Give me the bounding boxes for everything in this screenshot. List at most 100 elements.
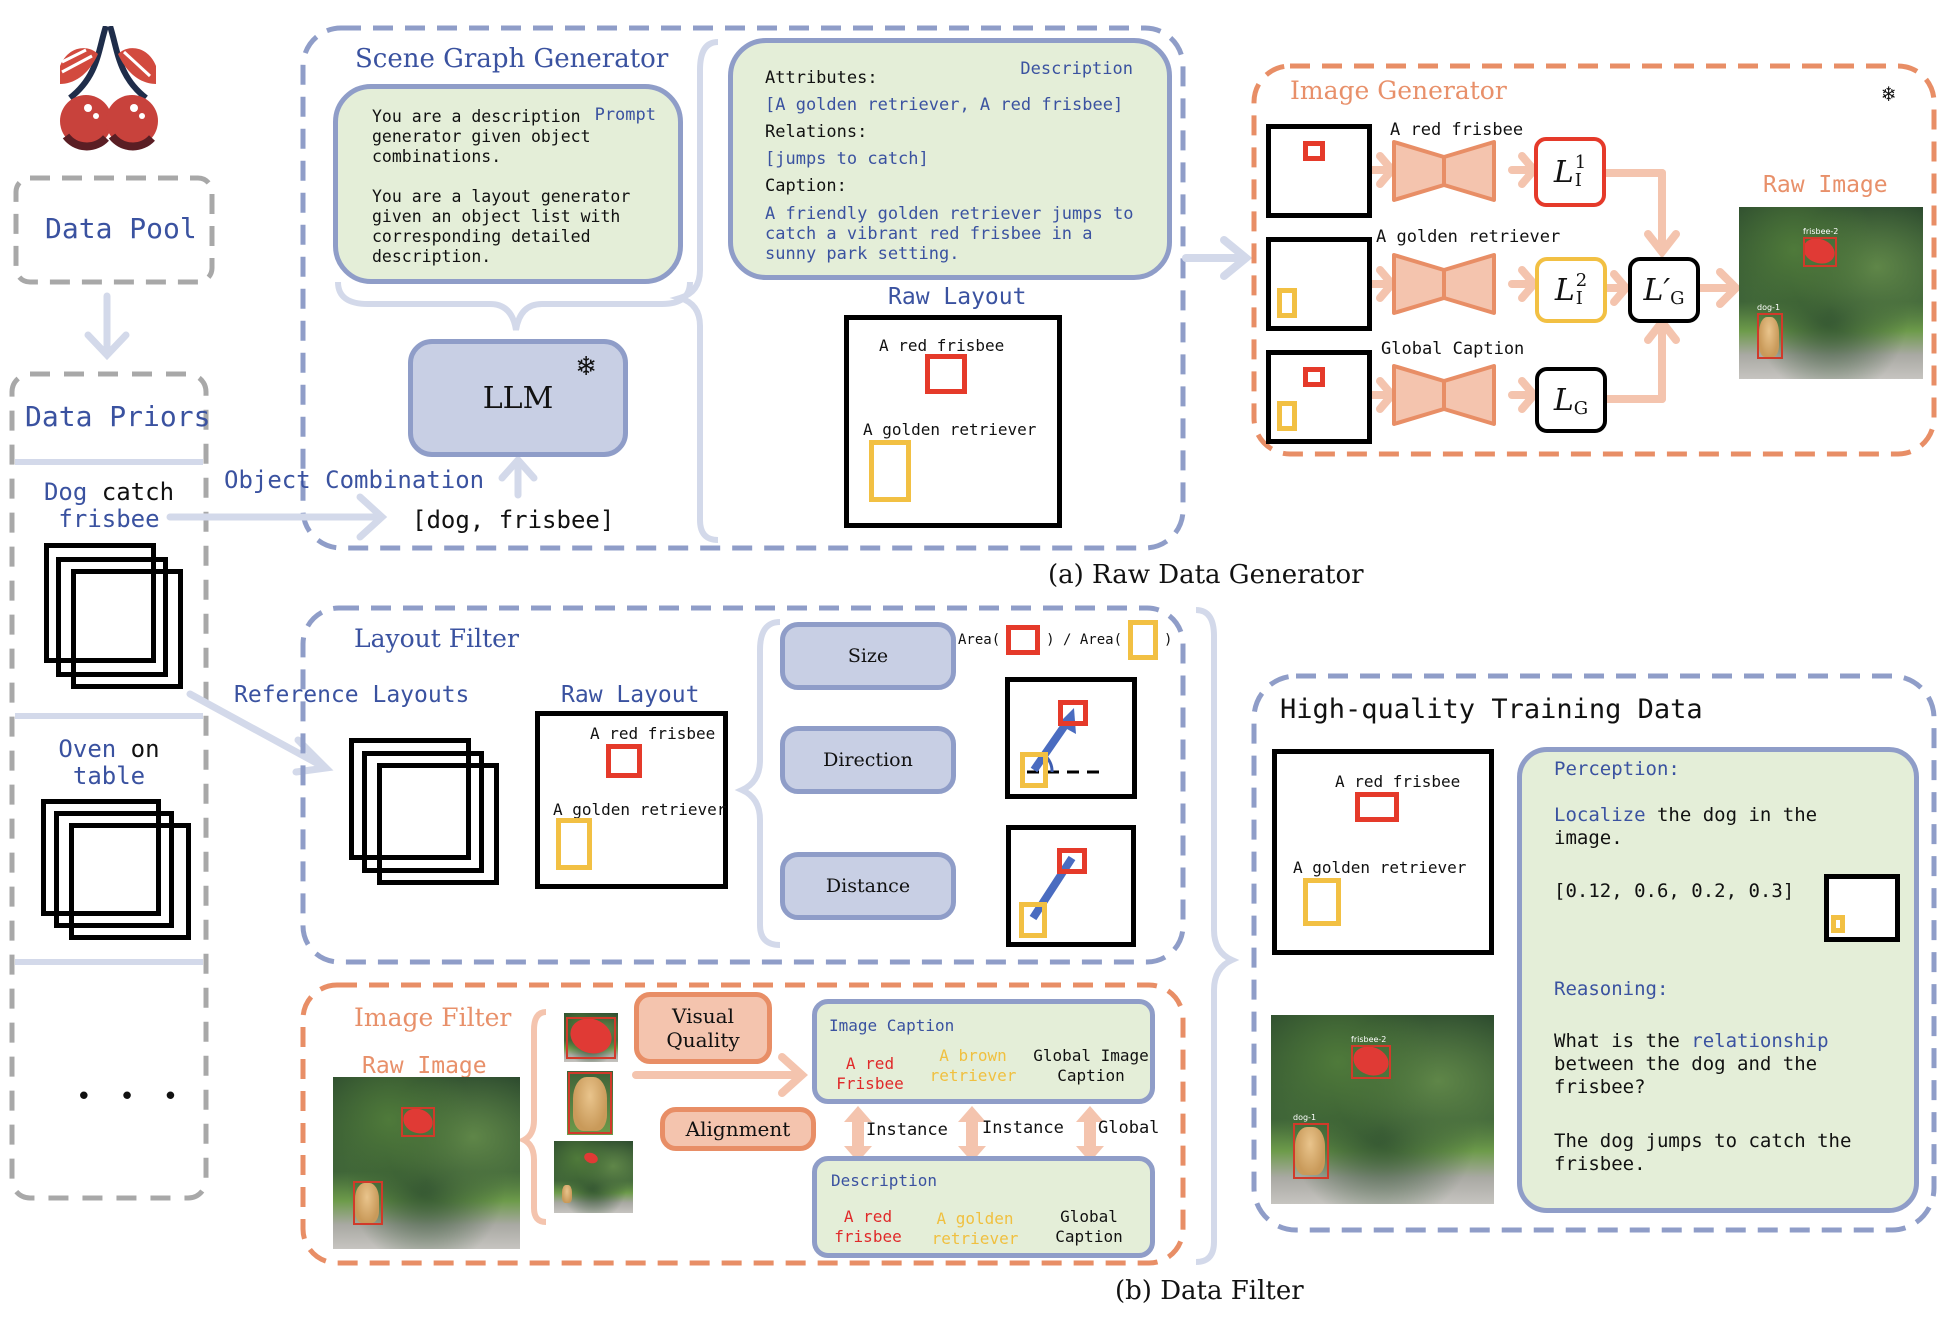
loss-superscript: 2 (1575, 270, 1588, 291)
caption-line: sunny park setting. (765, 244, 960, 264)
raw-image[interactable]: frisbee-2 dog-1 (1739, 207, 1923, 379)
frisbee-bbox (1355, 792, 1399, 822)
caption-item-global: Global Image Caption (1033, 1046, 1149, 1085)
visual-quality-button[interactable]: Visual Quality (634, 992, 772, 1064)
loss-subscript: I (1574, 170, 1582, 191)
llm-label: LLM (482, 380, 554, 416)
dog-bbox (1277, 401, 1297, 431)
loss-symbol: L (1554, 272, 1575, 308)
prior-verb: on (130, 735, 160, 763)
llm-block[interactable]: LLM ❄ (408, 339, 628, 457)
description-brace (669, 39, 719, 543)
description-box: Description Attributes: [A golden retrie… (728, 38, 1172, 280)
object-list: [dog, frisbee] (412, 506, 615, 534)
raw-layout-title: Raw Layout (888, 284, 1027, 310)
description-tag: Description (1020, 59, 1133, 79)
loss-symbol: L′ (1643, 272, 1671, 308)
frisbee-label: A red frisbee (1335, 772, 1461, 791)
perception-keyword: Localize (1554, 804, 1646, 826)
prompt-spacer (372, 167, 630, 187)
attributes-value: [A golden retriever, A red frisbee] (765, 95, 1124, 115)
object-combination-label: Object Combination (224, 466, 485, 494)
prompt-line: generator given object (372, 127, 591, 146)
dog-bbox (1831, 915, 1845, 933)
bbox-label: frisbee-2 (1351, 1035, 1387, 1044)
criterion-label: Direction (823, 749, 913, 771)
distance-criterion[interactable]: Distance (780, 852, 956, 920)
dog-crop[interactable] (567, 1071, 613, 1135)
question-text: between the dog and the frisbee? (1554, 1053, 1818, 1098)
dog-object (562, 1185, 572, 1203)
dog-detection-box (1757, 313, 1783, 359)
criteria-brace (734, 619, 781, 948)
frisbee-label: A red frisbee (879, 336, 1005, 355)
loss-subscript: G (1573, 397, 1589, 419)
formula-text: Area( (958, 632, 1001, 648)
dog-object (1295, 1127, 1325, 1175)
reference-layout-stack (71, 569, 183, 689)
data-filter-caption: (b) Data Filter (1115, 1276, 1304, 1306)
prompt-line: description. (372, 247, 492, 266)
reference-layout-stack (362, 751, 484, 873)
prior-verb: catch (101, 478, 175, 506)
prior-subject: Dog (43, 478, 88, 506)
frisbee-crop[interactable] (564, 1013, 618, 1062)
size-criterion[interactable]: Size (780, 622, 956, 690)
description-item-global: Global Caption (1055, 1207, 1123, 1246)
raw-layout-canvas: A red frisbee A golden retriever (535, 711, 728, 889)
frisbee-bbox (925, 354, 967, 394)
alignment-link-label: Instance (982, 1118, 1064, 1138)
dog-object (1759, 317, 1779, 357)
generator-input-layout-global (1266, 350, 1372, 444)
image-caption-title: Image Caption (829, 1016, 955, 1035)
reference-layout-stack (377, 763, 499, 885)
qa-box: Perception: Localize the dog in the imag… (1517, 747, 1919, 1213)
dog-bbox (1020, 752, 1048, 788)
prior-item-dog-catch-frisbee[interactable]: Dog catch frisbee (15, 479, 203, 533)
alignment-button[interactable]: Alignment (660, 1107, 816, 1151)
snowflake-icon: ❄ (575, 352, 597, 382)
prompt-text: You are a description generator given ob… (372, 107, 630, 267)
caption-item-dog: A brown retriever (929, 1046, 1017, 1085)
image-filter-title: Image Filter (354, 1003, 512, 1032)
direction-layout (1005, 677, 1137, 799)
caption-item-frisbee: A red Frisbee (836, 1054, 904, 1093)
prior-item-oven-on-table[interactable]: Oven on table (15, 736, 203, 790)
bbox-label: frisbee-2 (1803, 227, 1839, 236)
frisbee-bbox (1057, 848, 1087, 874)
frisbee-detection-box (1351, 1045, 1391, 1079)
training-image[interactable]: frisbee-2 dog-1 (1271, 1015, 1494, 1204)
prompt-tag: Prompt (594, 105, 656, 125)
reasoning-answer: The dog jumps to catch the frisbee. (1554, 1130, 1852, 1175)
reference-layout-stack (44, 543, 156, 663)
dog-bbox (1019, 902, 1047, 938)
perception-text: the dog in the image. (1554, 804, 1818, 849)
dog-object (355, 1183, 379, 1223)
prior-object: table (72, 762, 146, 790)
filter-output-brace (1195, 607, 1240, 1265)
merged-loss: L′G (1628, 257, 1700, 323)
attributes-label: Attributes: (765, 68, 878, 88)
frisbee-bbox (1303, 367, 1325, 387)
bbox-label: dog-1 (1293, 1113, 1317, 1122)
raw-image-label: Raw Image (362, 1053, 487, 1079)
resized-image-crop[interactable] (554, 1141, 633, 1213)
caption-value: A friendly golden retriever jumps to cat… (765, 204, 1133, 264)
prompt-brace (335, 281, 693, 331)
data-priors-label: Data Priors (25, 400, 211, 433)
dog-bbox (556, 818, 592, 870)
frisbee-object (582, 1150, 600, 1166)
generator-row-label: A golden retriever (1376, 227, 1561, 247)
description-item-dog: A golden retriever (931, 1209, 1019, 1248)
prior-object: frisbee (58, 505, 160, 533)
dog-detection-box (1293, 1123, 1329, 1179)
question-keyword: relationship (1691, 1030, 1829, 1052)
relations-value: [jumps to catch] (765, 149, 929, 169)
loss-subscript: G (1670, 287, 1685, 309)
reference-layout-stack (56, 557, 168, 677)
perception-question: Localize the dog in the image. (1554, 804, 1817, 850)
raw-layout-title: Raw Layout (561, 682, 700, 708)
direction-criterion[interactable]: Direction (780, 726, 956, 794)
raw-image[interactable] (333, 1077, 520, 1249)
